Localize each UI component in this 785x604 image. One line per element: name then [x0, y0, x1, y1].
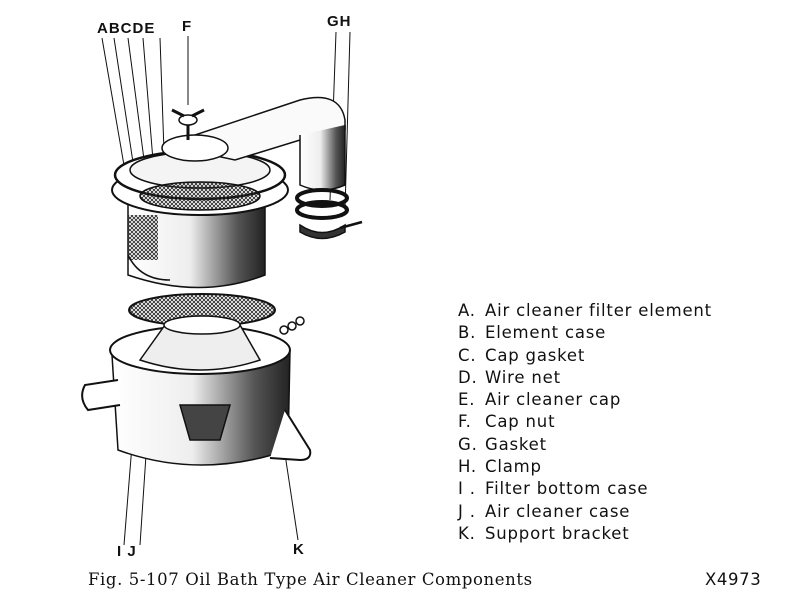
parts-legend: A. Air cleaner filter element B. Element c…: [458, 300, 712, 545]
gasket-clamp: [295, 188, 363, 240]
air-cleaner-cap: [111, 149, 289, 216]
legend-key: E.: [458, 390, 476, 410]
legend-key: H.: [458, 457, 477, 477]
legend-item: D. Wire net: [458, 367, 712, 389]
air-cleaner-case: [109, 315, 291, 466]
legend-key: J .: [458, 501, 476, 521]
legend-item: E. Air cleaner cap: [458, 389, 712, 411]
washers: [279, 316, 305, 335]
callout-abcde: ABCDE: [97, 20, 156, 37]
callout-gh: GH: [327, 13, 352, 30]
legend-item: K. Support bracket: [458, 523, 712, 545]
legend-key: G.: [458, 434, 478, 454]
legend-label: Air cleaner cap: [485, 390, 622, 410]
callout-k: K: [293, 541, 305, 558]
legend-item: H. Clamp: [458, 456, 712, 478]
outlet-arm: [161, 96, 346, 191]
legend-key: C.: [458, 345, 477, 365]
legend-label: Support bracket: [485, 523, 630, 543]
cap-nut: [171, 108, 205, 140]
legend-key: F.: [458, 412, 472, 432]
support-bracket: [269, 409, 312, 462]
legend-label: Clamp: [485, 457, 542, 477]
legend-key: K.: [458, 523, 476, 543]
legend-key: A.: [458, 301, 476, 320]
figure-caption: Fig. 5-107 Oil Bath Type Air Cleaner Com…: [88, 570, 533, 589]
legend-key: I .: [458, 479, 476, 499]
legend-label: Wire net: [485, 367, 561, 387]
legend-item: I . Filter bottom case: [458, 478, 712, 500]
legend-item: J . Air cleaner case: [458, 501, 712, 523]
legend-label: Air cleaner case: [485, 501, 631, 521]
legend-item: F. Cap nut: [458, 411, 712, 433]
legend-label: Filter bottom case: [485, 479, 649, 499]
callout-ij: I J: [117, 543, 137, 560]
legend-label: Air cleaner filter element: [485, 301, 712, 320]
legend-label: Element case: [485, 323, 607, 343]
legend-item: C. Cap gasket: [458, 345, 712, 367]
legend-item: G. Gasket: [458, 434, 712, 456]
legend-label: Cap nut: [485, 412, 556, 432]
legend-label: Gasket: [485, 434, 547, 454]
legend-key: B.: [458, 323, 477, 343]
element-case: [127, 200, 266, 289]
inlet-pipe: [81, 379, 121, 412]
legend-label: Cap gasket: [485, 345, 586, 365]
legend-item: B. Element case: [458, 322, 712, 344]
legend-key: D.: [458, 367, 478, 387]
callout-f: F: [182, 18, 193, 35]
legend-item: A. Air cleaner filter element: [458, 300, 712, 322]
figure-code: X4973: [705, 570, 762, 589]
